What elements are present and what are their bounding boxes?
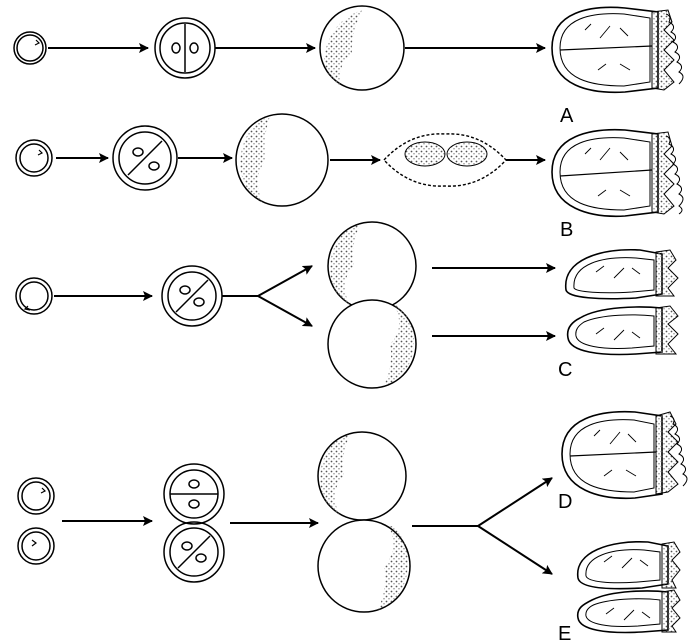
fetal-membranes-e-upper [578,542,680,589]
bilaminar-disc-b [384,134,506,186]
two-cell-a [155,18,215,78]
two-cell-e [164,522,224,582]
arrow-de-split-up [478,478,552,526]
row-de: D E [18,412,687,643]
arrow-de-split-down [478,526,552,574]
label-d: D [558,491,572,513]
blastocyst-d [318,432,406,520]
arrow-c-split-up [258,266,312,296]
fetal-membranes-b [552,130,683,217]
fetal-membranes-c-lower [568,306,678,354]
blastocyst-e [318,520,410,612]
label-c: C [558,359,572,381]
blastocyst-c-upper [328,222,416,310]
zygote-b [16,140,52,176]
fetal-membranes-e-lower [578,590,680,632]
two-cell-c [162,266,222,326]
label-a: A [560,105,574,127]
fetal-membranes-d [562,412,687,499]
zygote-d [18,478,54,514]
label-e: E [558,623,571,643]
blastocyst-a [320,6,404,90]
two-cell-d [164,464,224,524]
row-b: B [16,114,683,241]
fetal-membranes-c-upper [566,250,678,299]
fetal-membranes-a [552,7,683,92]
row-c: C [16,222,678,388]
zygote-c [16,278,52,314]
label-b: B [560,219,573,241]
blastocyst-c-lower [328,300,416,388]
zygote-a [14,32,46,64]
blastocyst-b [236,114,328,206]
row-a: A [14,6,683,127]
two-cell-b [113,126,177,190]
zygote-e [18,528,54,564]
arrow-c-split-down [258,296,312,326]
